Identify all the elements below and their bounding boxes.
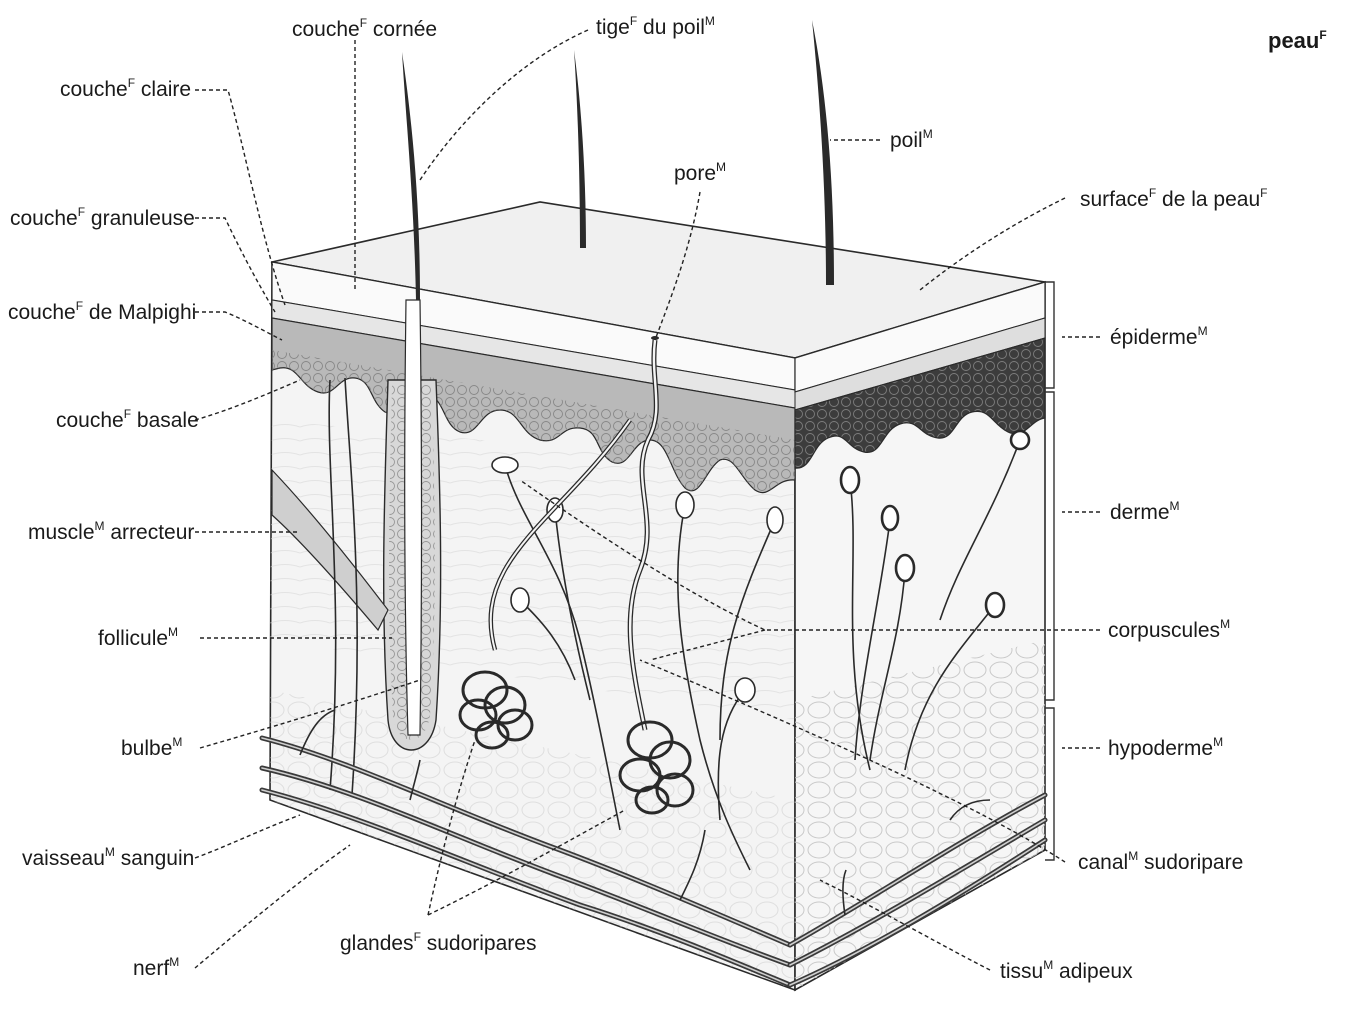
label-derme: dermeM <box>1110 499 1180 524</box>
label-tige-du-poil: tigeF du poilM <box>596 14 715 39</box>
corpuscle-front-4 <box>767 507 783 533</box>
label-follicule: folliculeM <box>98 625 178 650</box>
corpuscle-right-3 <box>896 555 914 581</box>
layer-braces <box>1045 282 1054 860</box>
label-couche-cornee: coucheF cornée <box>292 16 437 41</box>
label-couche-malpighi: coucheF de Malpighi <box>8 299 196 324</box>
corpuscle-right-5 <box>986 593 1004 617</box>
label-bulbe: bulbeM <box>121 735 182 760</box>
label-canal-sudoripare: canalM sudoripare <box>1078 849 1243 874</box>
figure-title: peauF <box>1268 28 1327 53</box>
brace-hypoderme <box>1045 708 1054 860</box>
leader-nerf <box>195 845 350 968</box>
corpuscle-front-5 <box>511 588 529 612</box>
corpuscle-right-2 <box>882 506 898 530</box>
corpuscle-right-1 <box>841 467 859 493</box>
label-muscle-arrecteur: muscleM arrecteur <box>28 519 194 544</box>
label-couche-basale: coucheF basale <box>56 407 199 432</box>
corpuscle-right-4 <box>1011 431 1029 449</box>
label-poil: poilM <box>890 127 933 152</box>
leader-vaisseau-sanguin <box>195 815 300 858</box>
hair-root <box>405 300 422 735</box>
label-couche-granuleuse: coucheF granuleuse <box>10 205 195 230</box>
label-hypoderme: hypodermeM <box>1108 735 1223 760</box>
label-couche-claire: coucheF claire <box>60 76 191 101</box>
brace-derme <box>1045 392 1054 700</box>
leader-couche-granuleuse <box>195 218 275 312</box>
label-epiderme: épidermeM <box>1110 324 1208 349</box>
label-surface-de-la-peau: surfaceF de la peauF <box>1080 186 1268 211</box>
label-tissu-adipeux: tissuM adipeux <box>1000 958 1133 983</box>
corpuscle-front-3 <box>676 492 694 518</box>
label-vaisseau-sanguin: vaisseauM sanguin <box>22 845 194 870</box>
label-nerf: nerfM <box>133 955 179 980</box>
label-pore: poreM <box>674 160 726 185</box>
leader-couche-malpighi <box>195 312 282 340</box>
corpuscle-front-6 <box>735 678 755 702</box>
label-glandes-sudoripares: glandesF sudoripares <box>340 930 536 955</box>
label-corpuscules: corpusculesM <box>1108 617 1230 642</box>
brace-epiderme <box>1045 282 1054 388</box>
leader-tige-du-poil <box>420 30 588 180</box>
skin-block <box>262 20 1045 990</box>
corpuscle-front-1 <box>492 457 518 473</box>
